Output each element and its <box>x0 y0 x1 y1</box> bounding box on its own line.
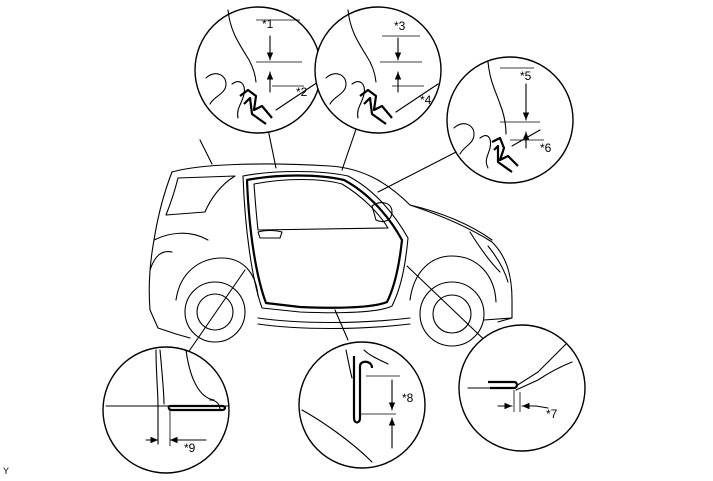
leader-lines <box>175 99 496 371</box>
door-weatherstrip <box>245 174 404 309</box>
callout-8-label: *8 <box>402 391 414 405</box>
detail-circle-lower-right: *7 <box>458 324 586 452</box>
side-mirror <box>371 202 393 223</box>
front-door-outline <box>242 170 409 314</box>
callout-6-label: *6 <box>540 141 552 155</box>
callout-1-label: *1 <box>262 17 274 31</box>
detail-circle-upper-left: *1 *2 <box>194 6 322 134</box>
detail-circle-lower-left: *9 <box>102 346 230 474</box>
detail-circle-upper-right: *5 *6 <box>446 56 574 184</box>
callout-7-label: *7 <box>546 407 558 421</box>
detail-circle-lower-middle: *8 <box>298 341 426 469</box>
callout-5-label: *5 <box>520 69 532 83</box>
callout-3-label: *3 <box>394 19 406 33</box>
door-handle <box>257 229 283 239</box>
corner-mark: Y <box>3 466 9 476</box>
callout-9-label: *9 <box>184 441 196 455</box>
detail-circle-upper-middle: *3 *4 <box>314 6 442 134</box>
callout-4-label: *4 <box>420 93 432 107</box>
callout-2-label: *2 <box>296 85 308 99</box>
car-illustration <box>148 139 513 347</box>
